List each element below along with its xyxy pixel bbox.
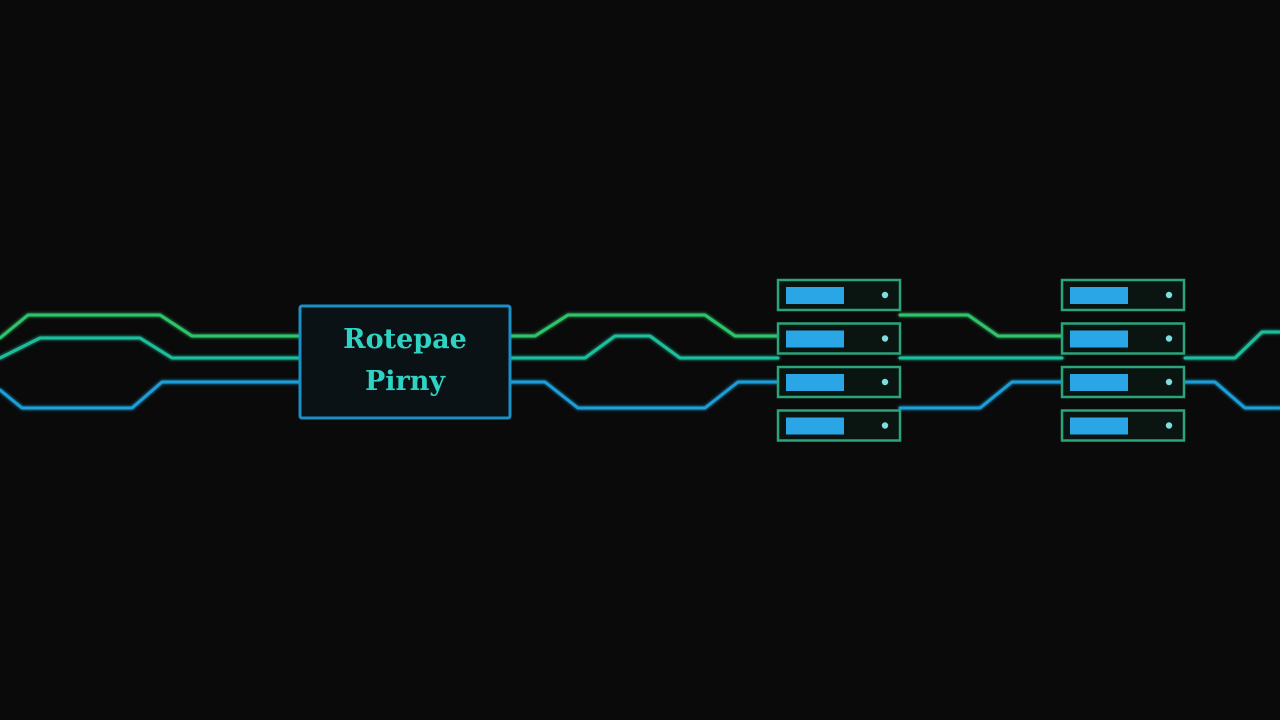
drive-bay-bar (786, 417, 844, 435)
drive-bay-bar (1070, 374, 1128, 391)
server-unit (1060, 322, 1186, 355)
server-unit (1060, 365, 1186, 399)
server-unit (776, 365, 902, 399)
server-unit (776, 409, 902, 442)
drive-bay-bar (786, 330, 844, 348)
connection-wires (0, 313, 1280, 410)
proxy-label-line2: Pirny (365, 366, 446, 397)
wire-teal-middle (0, 330, 1280, 360)
status-led (881, 291, 889, 299)
server-unit (1060, 278, 1186, 312)
wire-blue-lower (0, 380, 1280, 410)
status-led (881, 378, 889, 386)
drive-bay-bar (1070, 417, 1128, 435)
status-led (1165, 422, 1173, 429)
status-led (881, 422, 889, 429)
status-led (1165, 378, 1173, 386)
wire-green-upper (0, 313, 1064, 340)
server-unit (776, 322, 902, 355)
drive-bay-bar (786, 374, 844, 391)
drive-bay-bar (1070, 330, 1128, 348)
server-rack-1 (776, 278, 902, 442)
proxy-node: Rotepae Pirny (298, 304, 512, 420)
status-led (1165, 335, 1173, 342)
server-unit (1060, 409, 1186, 442)
proxy-label-line1: Rotepae (343, 324, 467, 355)
server-unit (776, 278, 902, 312)
drive-bay-bar (1070, 287, 1128, 304)
status-led (881, 335, 889, 342)
proxy-box (298, 304, 512, 420)
status-led (1165, 291, 1173, 299)
server-rack-2 (1060, 278, 1186, 442)
drive-bay-bar (786, 287, 844, 304)
